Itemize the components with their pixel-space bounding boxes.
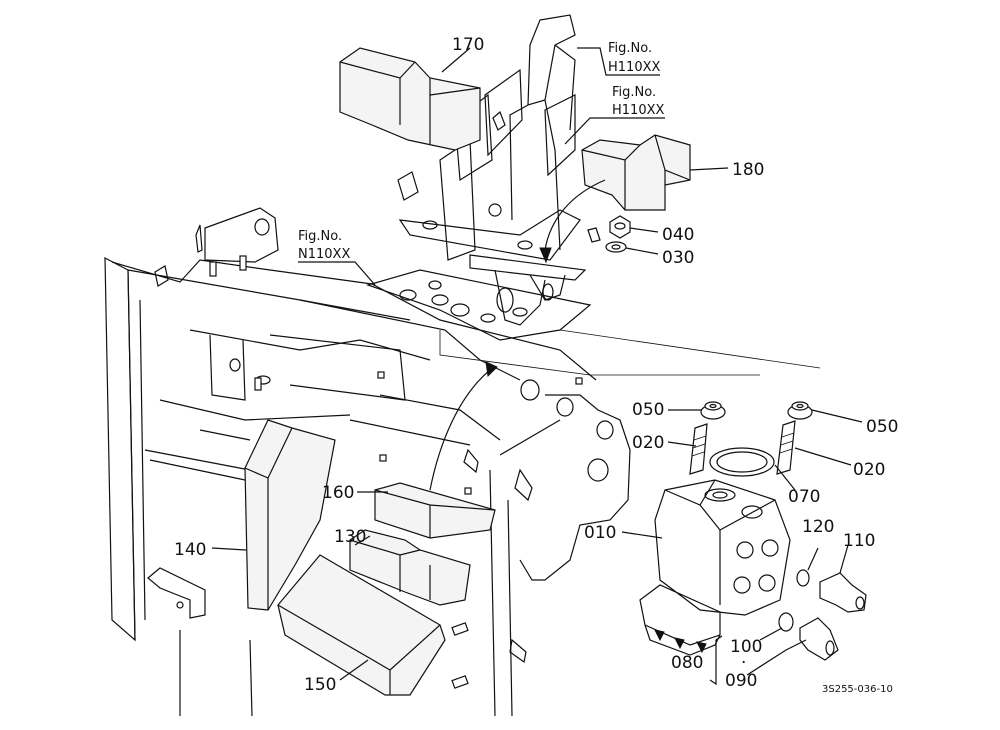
left-bracket (147, 567, 206, 619)
fitting-050-right (787, 401, 813, 420)
label-100: 100 (730, 637, 762, 657)
drawing-code: 3S255-036-10 (822, 684, 893, 695)
label-020-left: 020 (632, 433, 664, 453)
fitting-090 (799, 617, 839, 661)
block-150 (277, 554, 446, 696)
block-130 (349, 529, 471, 606)
label-040: 040 (662, 225, 694, 245)
figref-h1-title: Fig.No. (608, 41, 652, 56)
label-080: 080 (671, 653, 703, 673)
label-010: 010 (584, 523, 616, 543)
figref-h2-title: Fig.No. (612, 85, 656, 100)
column-plate (366, 269, 821, 376)
label-030: 030 (662, 248, 694, 268)
figref-n1-code: N110XX (298, 247, 350, 262)
figref-leaders (298, 47, 665, 286)
label-130: 130 (334, 527, 366, 547)
fitting-110 (819, 572, 867, 613)
nut-040 (609, 215, 631, 239)
side-bracket (463, 379, 631, 664)
figref-h1-code: H110XX (608, 60, 660, 75)
label-150: 150 (304, 675, 336, 695)
fitting-050-left (700, 401, 726, 420)
figref-n1-title: Fig.No. (298, 229, 342, 244)
label-120: 120 (802, 517, 834, 537)
block-160 (374, 482, 496, 539)
steering-valve-010 (639, 479, 791, 656)
steering-column (397, 14, 601, 326)
label-160: 160 (322, 483, 354, 503)
label-170: 170 (452, 35, 484, 55)
label-140: 140 (174, 540, 206, 560)
label-180: 180 (732, 160, 764, 180)
label-070: 070 (788, 487, 820, 507)
leader-lines (211, 47, 863, 686)
bolt-020-left (689, 423, 708, 475)
label-dot: · (741, 653, 746, 673)
block-180 (581, 134, 691, 211)
figref-h2-code: H110XX (612, 103, 664, 118)
oring-100 (778, 612, 794, 632)
block-140 (244, 419, 336, 611)
arrow-160 (429, 361, 498, 491)
dash-frame (104, 257, 597, 717)
oring-070 (709, 447, 775, 477)
bolt-020-right (776, 420, 796, 475)
mount-plate (154, 207, 279, 287)
oring-120 (796, 569, 810, 587)
label-090: 090 (725, 671, 757, 691)
label-050-left: 050 (632, 400, 664, 420)
washer-030 (605, 241, 627, 253)
arrow-180 (539, 179, 606, 264)
label-110: 110 (843, 531, 875, 551)
lower-bolts (254, 371, 583, 689)
block-170 (339, 47, 481, 151)
label-020-right: 020 (853, 460, 885, 480)
label-050-right: 050 (866, 417, 898, 437)
